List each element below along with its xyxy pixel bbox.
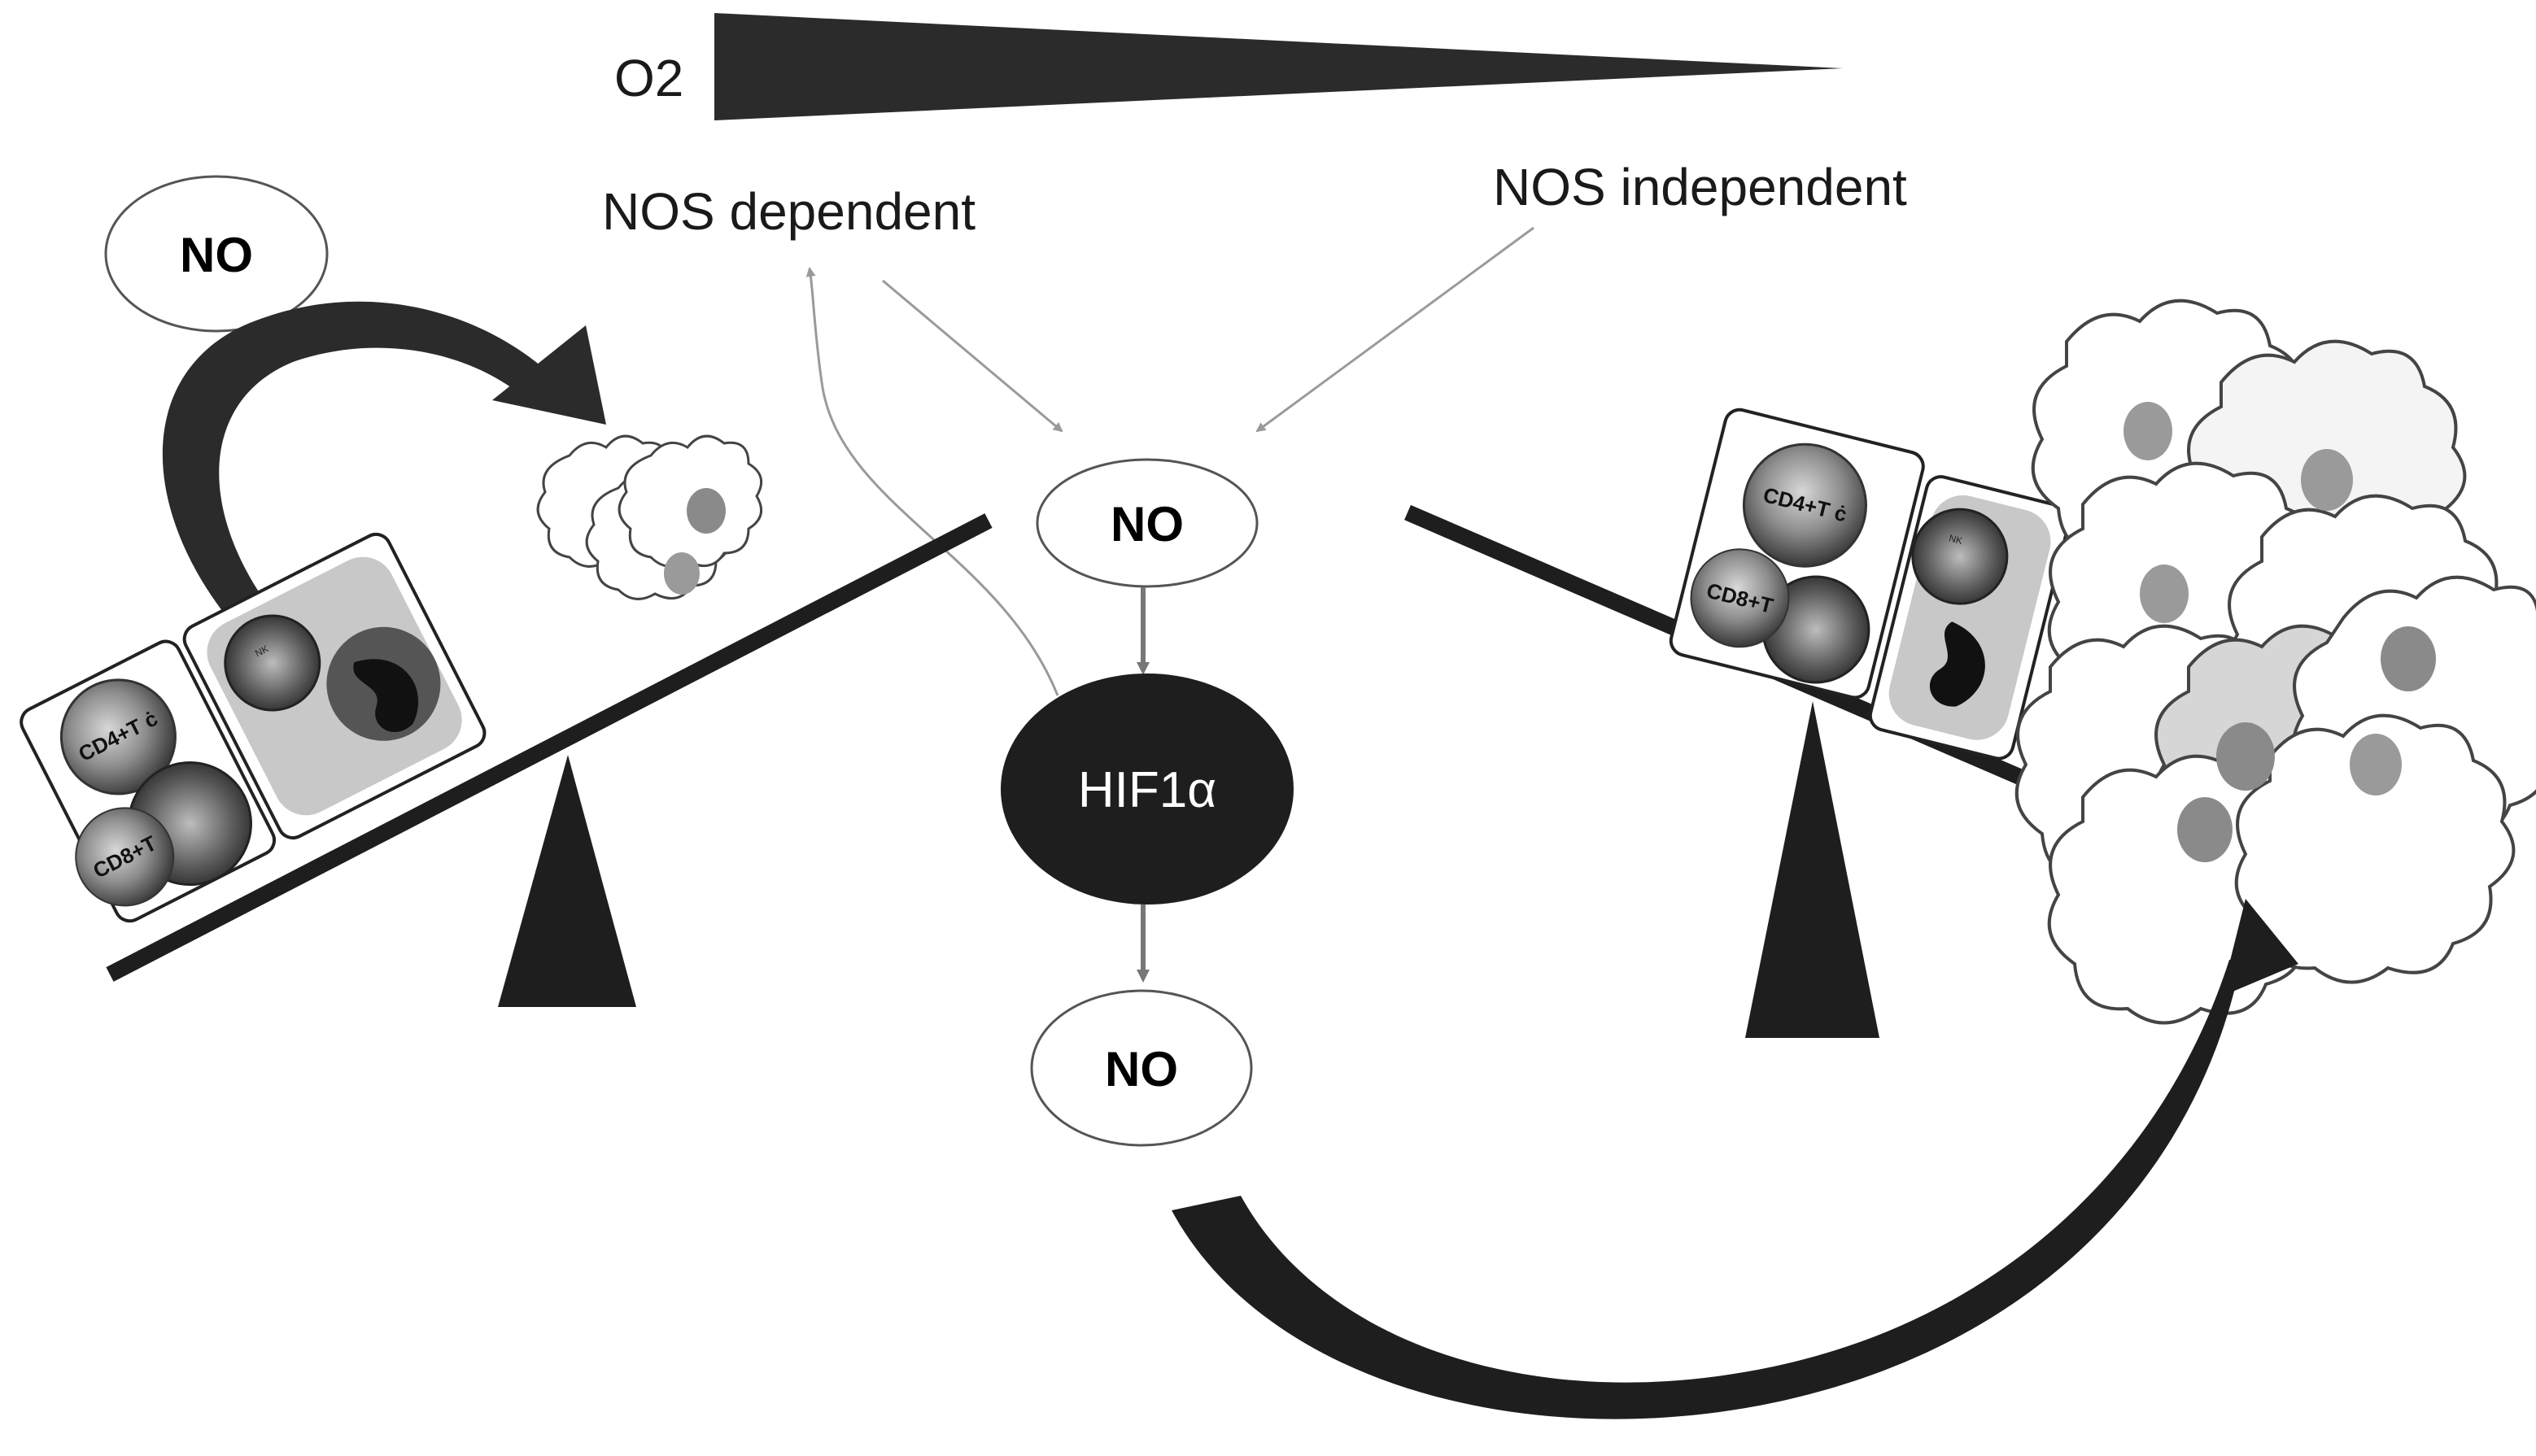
no-bottom-label: NO [1105, 1042, 1178, 1096]
seesaw-right-fulcrum [1745, 701, 1879, 1038]
arrow-nos-dependent-to-no [882, 279, 1063, 433]
o2-label: O2 [614, 49, 683, 107]
nk-label-left: NK [253, 643, 270, 659]
large-tumor-mass-right [2014, 299, 2536, 1025]
no-top-label: NO [1111, 497, 1184, 551]
no-bottom-oval [1030, 989, 1253, 1147]
seesaw-left-fulcrum [498, 755, 636, 1007]
nk-label-right: NK [1948, 532, 1964, 547]
small-tumor-cluster-left [536, 434, 763, 600]
arrow-hif-feedback-to-nos-dependent [805, 267, 1059, 696]
hif1a-oval[interactable] [1001, 674, 1294, 905]
immune-panel-left: CD4+T ċ CD8+T NK [20, 532, 487, 923]
no-topleft-oval [104, 175, 329, 333]
hif1a-label: HIF1α [1078, 762, 1216, 818]
no-top-oval [1036, 458, 1259, 588]
immune-panel-right: CD4+T ċ CD8+T NK [1669, 408, 2071, 761]
o2-gradient-wedge [714, 13, 1843, 120]
no-topleft-label: NO [180, 228, 253, 282]
curved-arrow-left [162, 301, 541, 618]
nos-independent-label: NOS independent [1493, 158, 1907, 216]
curved-arrow-left-head [492, 325, 606, 425]
curved-arrow-bottom-head [2221, 899, 2298, 996]
nos-dependent-label: NOS dependent [602, 182, 976, 241]
arrow-nos-independent-to-no [1255, 226, 1534, 433]
curved-arrow-bottom [1172, 960, 2241, 1419]
seesaw-left-beam [106, 513, 993, 982]
